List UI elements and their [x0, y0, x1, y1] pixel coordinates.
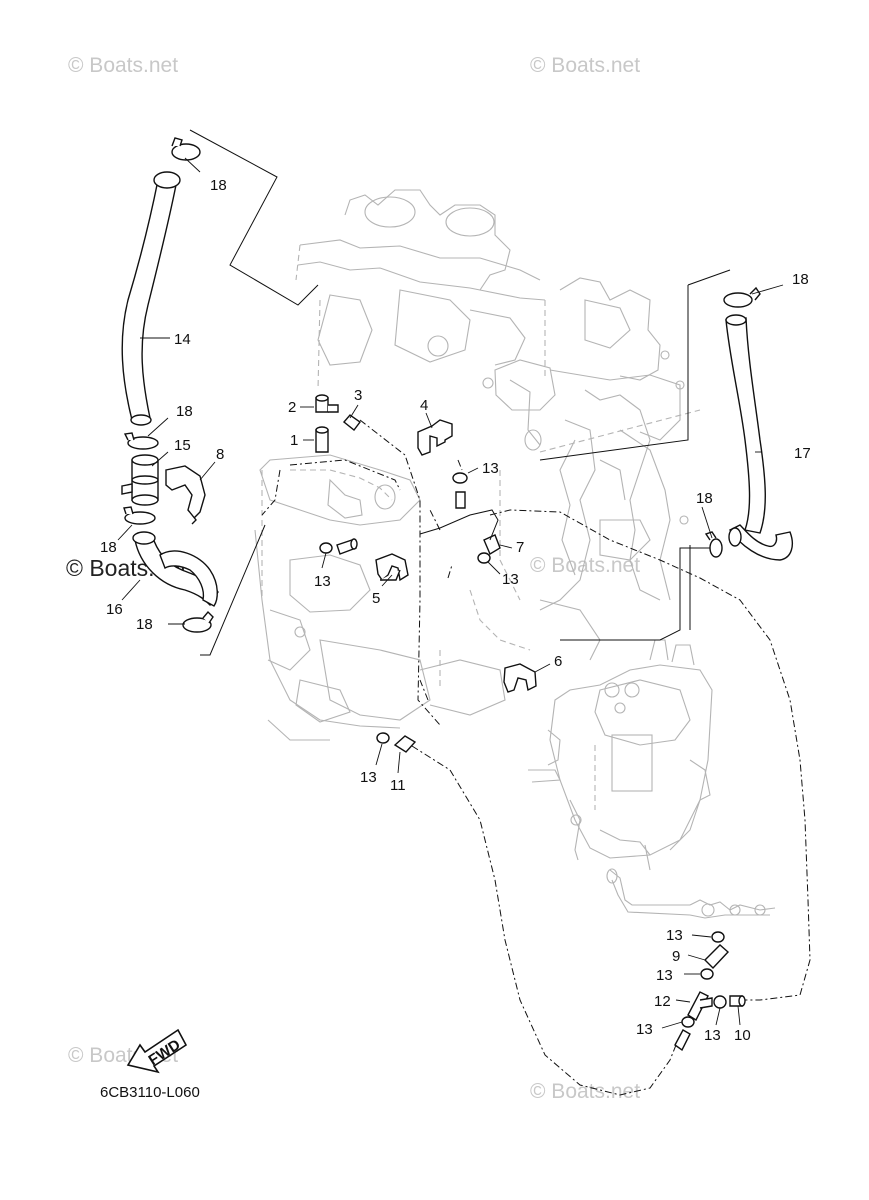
part-16-hose[interactable] — [132, 531, 219, 607]
watermark-top-right: © Boats.net — [530, 54, 640, 77]
part-9-pipe[interactable] — [704, 944, 730, 970]
callout-10: 10 — [734, 1027, 751, 1044]
part-4-holder[interactable] — [417, 419, 453, 456]
callout-1: 1 — [290, 432, 298, 449]
part-13-clip-left[interactable] — [319, 538, 358, 555]
part-7-hose[interactable] — [419, 509, 501, 556]
callout-13: 13 — [666, 927, 683, 944]
part-13-clip-9-bottom[interactable] — [700, 968, 714, 980]
part-18-clamp-mid-left[interactable] — [123, 506, 156, 525]
callout-18: 18 — [100, 539, 117, 556]
part-10-hose[interactable] — [729, 995, 746, 1007]
part-18-clamp-right-lower[interactable] — [704, 531, 723, 558]
callout-17: 17 — [794, 445, 811, 462]
callout-2: 2 — [288, 399, 296, 416]
part-17-hose[interactable] — [725, 314, 793, 561]
part-13-clip-right[interactable] — [447, 552, 491, 579]
callout-4: 4 — [420, 397, 428, 414]
part-3-hose[interactable] — [342, 414, 361, 431]
part-8-holder[interactable] — [165, 465, 206, 525]
callout-18: 18 — [176, 403, 193, 420]
diagram-code: 6CB3110-L060 — [100, 1084, 200, 1101]
callout-13: 13 — [656, 967, 673, 984]
part-11-hose[interactable] — [393, 735, 417, 753]
part-12-joint[interactable] — [687, 991, 713, 1022]
part-18-clamp-bottom-left[interactable] — [182, 610, 214, 633]
part-5-holder[interactable] — [375, 553, 409, 582]
part-13-clip-9-top[interactable] — [711, 931, 725, 943]
callout-13: 13 — [704, 1027, 721, 1044]
callout-15: 15 — [174, 437, 191, 454]
callout-8: 8 — [216, 446, 224, 463]
callout-13: 13 — [636, 1021, 653, 1038]
part-13-clip-12-right[interactable] — [713, 995, 727, 1009]
callout-18: 18 — [136, 616, 153, 633]
callout-13: 13 — [482, 460, 499, 477]
part-15-joint[interactable] — [121, 454, 159, 506]
watermark-bottom-right: © Boats.net — [530, 1080, 640, 1103]
leader-lines — [117, 157, 784, 1029]
callout-18: 18 — [210, 177, 227, 194]
hose-routing-lines — [359, 419, 811, 1096]
part-hose-lower-end[interactable] — [674, 1029, 691, 1052]
callout-9: 9 — [672, 948, 680, 965]
part-6-holder[interactable] — [503, 663, 537, 693]
callout-7: 7 — [516, 539, 524, 556]
part-18-clamp-top[interactable] — [171, 137, 201, 161]
part-13-clip-lower[interactable] — [376, 732, 390, 744]
callout-5: 5 — [372, 590, 380, 607]
part-14-hose[interactable] — [121, 171, 181, 426]
part-13-clip-upper[interactable] — [452, 459, 468, 509]
part-13-clip-12-bottom[interactable] — [681, 1016, 695, 1028]
callout-12: 12 — [654, 993, 671, 1010]
part-18-clamp-right[interactable] — [723, 286, 761, 308]
callout-18: 18 — [792, 271, 809, 288]
callout-6: 6 — [554, 653, 562, 670]
callout-13: 13 — [314, 573, 331, 590]
callout-11: 11 — [390, 777, 406, 794]
callout-16: 16 — [106, 601, 123, 618]
part-18-clamp-upper-left[interactable] — [123, 432, 159, 450]
callout-labels: 18 14 18 15 8 18 16 18 2 1 3 4 13 13 5 7… — [100, 177, 811, 1044]
callout-13: 13 — [360, 769, 377, 786]
part-1-pipe[interactable] — [315, 426, 329, 453]
fwd-arrow-icon — [126, 1028, 188, 1074]
callout-3: 3 — [354, 387, 362, 404]
callout-13: 13 — [502, 571, 519, 588]
part-2-joint[interactable] — [315, 394, 339, 413]
callout-14: 14 — [174, 331, 191, 348]
watermark-mid-right: © Boats.net — [530, 554, 640, 577]
callout-18: 18 — [696, 490, 713, 507]
engine-block-outline — [254, 189, 701, 741]
bracket-lines — [189, 129, 731, 656]
watermark-top-left: © Boats.net — [68, 54, 178, 77]
vapor-separator-assembly — [528, 639, 776, 919]
